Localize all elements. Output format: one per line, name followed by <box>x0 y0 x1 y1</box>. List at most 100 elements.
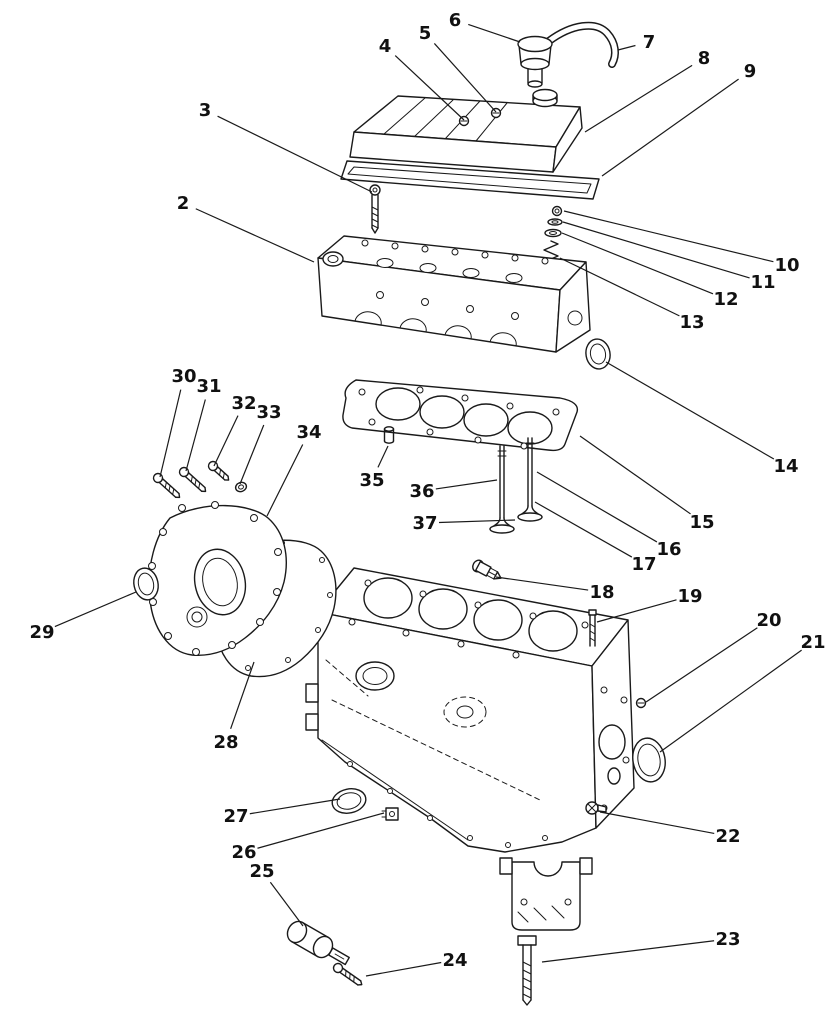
rear-main-seal <box>629 736 668 785</box>
temperature-sender <box>471 558 504 583</box>
head-end-seal <box>584 337 613 371</box>
leader-line-3 <box>217 115 373 193</box>
callout-32: 32 <box>231 393 256 414</box>
callout-19: 19 <box>677 586 702 607</box>
leader-line-2 <box>195 208 315 263</box>
leader-line-35 <box>377 445 389 468</box>
leader-line-6 <box>468 23 521 43</box>
head-gasket <box>343 380 577 450</box>
block-stud <box>589 610 596 646</box>
callout-34: 34 <box>296 422 321 443</box>
callout-15: 15 <box>689 512 714 533</box>
callout-16: 16 <box>656 539 681 560</box>
leader-line-37 <box>438 519 516 524</box>
callout-35: 35 <box>359 470 384 491</box>
leader-line-32 <box>213 415 239 467</box>
dowel-pin <box>385 427 394 443</box>
timing-cover <box>149 502 287 656</box>
callout-4: 4 <box>379 36 392 57</box>
leader-line-16 <box>536 471 658 543</box>
leader-line-17 <box>534 501 633 558</box>
callout-9: 9 <box>744 61 757 82</box>
callout-8: 8 <box>698 48 711 69</box>
leader-line-12 <box>561 232 714 295</box>
callout-24: 24 <box>442 950 467 971</box>
cover-screw <box>370 185 380 233</box>
callout-7: 7 <box>643 32 656 53</box>
callout-12: 12 <box>713 289 738 310</box>
leader-line-7 <box>617 44 636 51</box>
leader-line-10 <box>563 210 774 263</box>
callout-30: 30 <box>171 366 196 387</box>
drain-plug-right <box>586 802 606 814</box>
cover-bolt-front <box>460 117 469 126</box>
callout-20: 20 <box>756 610 781 631</box>
callout-10: 10 <box>774 255 799 276</box>
callout-26: 26 <box>231 842 256 863</box>
leader-line-13 <box>559 257 680 317</box>
leader-line-5 <box>433 43 497 113</box>
leader-line-27 <box>249 798 341 815</box>
leader-line-33 <box>239 424 265 485</box>
front-crank-seal <box>131 566 161 602</box>
callout-28: 28 <box>213 732 238 753</box>
cylinder-head <box>318 236 590 352</box>
leader-line-31 <box>185 399 206 472</box>
callout-14: 14 <box>773 456 798 477</box>
callout-33: 33 <box>256 402 281 423</box>
bearing-cap-bolt <box>518 936 536 1005</box>
leader-line-25 <box>269 881 304 927</box>
cover-bolt-rear <box>492 109 501 118</box>
callout-31: 31 <box>196 376 221 397</box>
stud-nut <box>553 207 562 216</box>
callout-22: 22 <box>715 826 740 847</box>
leader-line-15 <box>579 435 691 515</box>
callout-18: 18 <box>589 582 614 603</box>
valve-rear <box>518 438 542 521</box>
callout-2: 2 <box>177 193 190 214</box>
valve-front <box>490 446 514 533</box>
washer <box>548 219 562 225</box>
engine-block <box>306 568 634 852</box>
valve-cover-gasket <box>341 161 599 199</box>
callout-21: 21 <box>800 632 825 653</box>
leader-line-36 <box>435 479 498 490</box>
leader-line-14 <box>605 361 775 460</box>
timing-bolt-long-2 <box>178 466 209 495</box>
leader-lines-layer <box>54 23 802 977</box>
leader-line-34 <box>266 444 304 517</box>
leader-line-28 <box>230 661 255 729</box>
callout-36: 36 <box>409 481 434 502</box>
breather-hose <box>549 26 615 64</box>
leader-line-21 <box>659 649 802 753</box>
leader-line-22 <box>599 811 715 835</box>
distributor-clamp <box>284 918 353 971</box>
clamp-bolt <box>332 962 365 989</box>
leader-line-11 <box>562 221 750 279</box>
timing-bolt-long-1 <box>152 472 183 501</box>
callout-23: 23 <box>715 929 740 950</box>
callout-6: 6 <box>449 10 462 31</box>
cam-seal-ring <box>330 786 368 817</box>
leader-line-24 <box>365 961 442 977</box>
leader-line-23 <box>541 940 715 963</box>
small-plug <box>637 699 646 708</box>
callout-3: 3 <box>199 100 212 121</box>
leader-line-18 <box>495 576 589 591</box>
leader-line-4 <box>394 55 465 121</box>
drain-plug-left <box>382 808 398 820</box>
timing-bolt-short <box>207 460 232 484</box>
leader-line-29 <box>54 591 137 628</box>
callout-11: 11 <box>750 272 775 293</box>
leader-line-20 <box>645 627 758 703</box>
callout-5: 5 <box>419 23 432 44</box>
leader-line-9 <box>601 78 739 177</box>
oil-filler-cap <box>518 37 552 88</box>
leader-line-19 <box>596 599 677 623</box>
main-bearing-cap <box>500 858 592 930</box>
leader-line-8 <box>584 64 693 133</box>
valve-cover <box>350 90 582 173</box>
